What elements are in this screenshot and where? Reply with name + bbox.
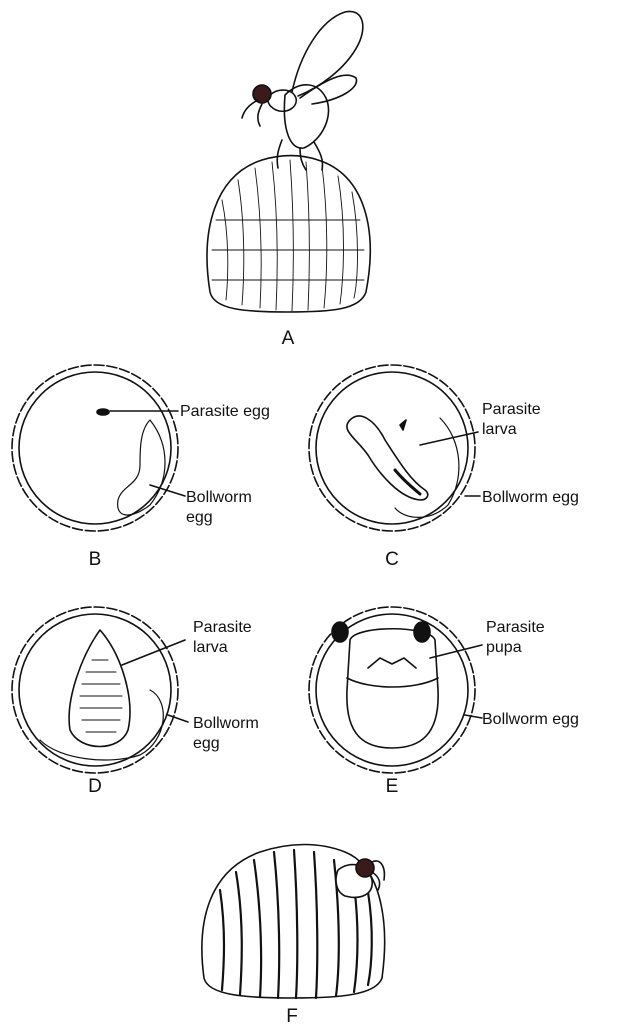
panel-a-parasite-wasp: [242, 11, 363, 170]
panel-b-callout-bollworm-line1: Bollworm: [186, 489, 252, 506]
panel-d-parasite-larva: [69, 630, 130, 747]
panel-e-pupa-eye-left: [332, 622, 348, 642]
panel-e-callout-parasite-line1: Parasite: [486, 619, 545, 636]
panel-b-parasite-egg: [97, 409, 109, 415]
panel-a-eye: [253, 85, 271, 103]
panel-a-bollworm-egg: [207, 156, 370, 313]
panel-c-letter: C: [385, 549, 399, 570]
panel-c-bollworm-embryo: [395, 418, 459, 517]
panel-c-callout-parasite-line1: Parasite: [482, 401, 541, 418]
panel-c-callout-parasite-line2: larva: [482, 421, 517, 438]
panel-c-leader-1: [420, 432, 478, 445]
panel-d-leader-2: [168, 715, 188, 722]
panel-e-callout-parasite-line2: pupa: [486, 639, 522, 656]
panel-b-egg-outline: [12, 365, 178, 531]
panel-d-callout-parasite-line1: Parasite: [193, 619, 252, 636]
panel-d-larva-segments: [80, 660, 122, 732]
panel-e-leader-2: [465, 715, 482, 718]
panel-e-illustration: [309, 607, 482, 773]
panel-c-callout-bollworm: Bollworm egg: [482, 489, 579, 506]
panel-f-letter: F: [286, 1006, 298, 1025]
panel-b-letter: B: [89, 549, 102, 570]
panel-a-wing-upper: [292, 11, 363, 96]
panel-b-illustration: [12, 365, 185, 531]
panel-c-parasite-larva: [347, 416, 428, 500]
panel-d-letter: D: [88, 776, 102, 797]
panel-a-egg-ribs: [212, 160, 364, 311]
panel-e-letter: E: [386, 776, 399, 797]
panel-c-egg-outline: [309, 365, 475, 531]
panel-a-illustration: [207, 11, 370, 312]
panel-a-letter: A: [282, 328, 295, 349]
panel-f-illustration: [202, 845, 385, 999]
panel-d-callout-parasite-line2: larva: [193, 639, 228, 656]
panel-b-bollworm-embryo: [118, 420, 165, 515]
panel-d-leader-1: [122, 640, 185, 665]
panel-d-egg-outline: [12, 607, 178, 773]
panel-d-illustration: [12, 607, 188, 773]
panel-e-callout-bollworm: Bollworm egg: [482, 711, 579, 728]
panel-d-callout-bollworm-line1: Bollworm: [193, 715, 259, 732]
panel-d-callout-bollworm-line2: egg: [193, 735, 220, 752]
panel-e-parasite-pupa: [347, 629, 438, 748]
panel-b-callout-parasite-egg: Parasite egg: [180, 403, 270, 420]
panel-e-pupa-eye-right: [414, 622, 430, 642]
panel-e-leader-1: [430, 645, 482, 658]
panel-d-bollworm-embryo: [40, 690, 163, 760]
panel-b-callout-bollworm-line2: egg: [186, 509, 213, 526]
panel-c-illustration: [309, 365, 480, 531]
